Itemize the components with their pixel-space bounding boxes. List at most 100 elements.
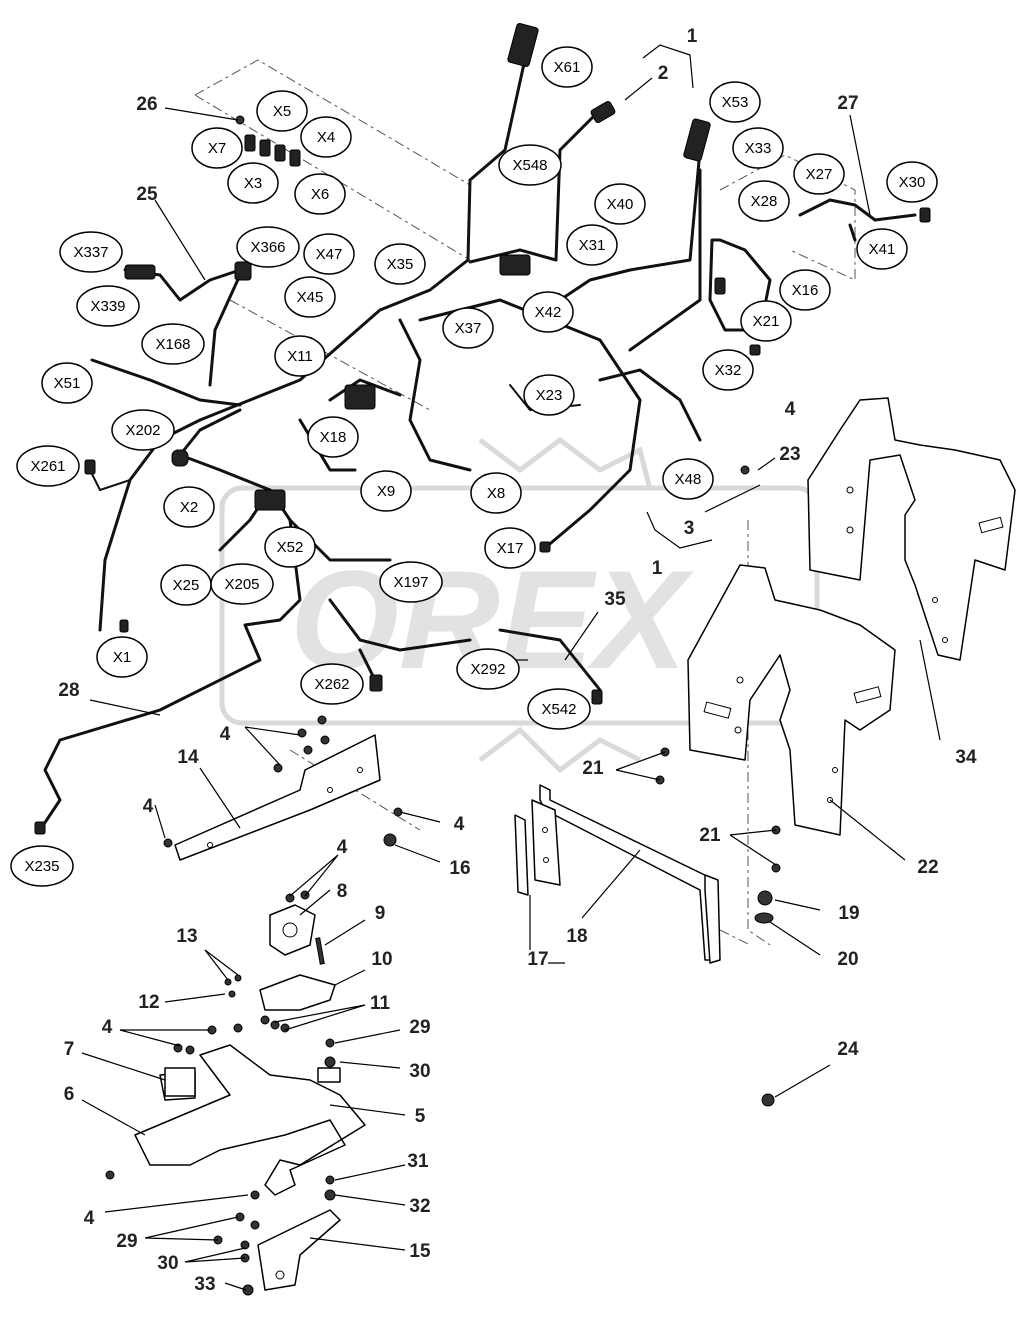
connector-bubble <box>59 231 123 273</box>
part-number: 12 <box>138 992 159 1013</box>
part-number: 18 <box>566 926 587 947</box>
part-callout-p35: 35 <box>604 589 626 610</box>
connector-text: X28 <box>751 193 778 210</box>
part-number: 21 <box>699 825 721 846</box>
part-number: 30 <box>409 1061 430 1082</box>
part-number: 2 <box>658 63 669 84</box>
part-callout-p21b: 21 <box>699 825 721 846</box>
part-callout-p29b: 29 <box>116 1231 137 1252</box>
part-number: 5 <box>415 1106 426 1127</box>
part-number: 19 <box>838 903 859 924</box>
connector-label-x292: X292 <box>456 648 520 690</box>
part-number: 4 <box>84 1208 95 1229</box>
connector-bubble <box>594 183 646 225</box>
part-callout-p21a: 21 <box>582 758 604 779</box>
connector-text: X366 <box>250 239 285 256</box>
connector-label-x52: X52 <box>264 526 316 568</box>
part-callout-p4c: 4 <box>143 796 154 817</box>
part-callout-p4f: 4 <box>102 1017 113 1038</box>
connector-text: X7 <box>208 140 226 157</box>
part-callout-p26: 26 <box>136 94 157 115</box>
connector-label-x21: X21 <box>740 300 792 342</box>
part-callout-p11: 11 <box>370 993 391 1014</box>
part-callout-p1a: 1 <box>687 26 698 47</box>
connector-text: X262 <box>314 676 349 693</box>
part-callout-p25: 25 <box>136 184 158 205</box>
part-number: 30 <box>157 1253 178 1274</box>
connector-bubble <box>379 561 443 603</box>
connector-label-x47: X47 <box>303 233 355 275</box>
connector-label-x339: X339 <box>76 285 140 327</box>
part-number: 1 <box>652 558 663 579</box>
connector-bubble <box>541 46 593 88</box>
connector-text: X41 <box>869 241 896 258</box>
connector-bubble <box>41 362 93 404</box>
part-callout-p30a: 30 <box>409 1061 430 1082</box>
connector-bubble <box>360 470 412 512</box>
connector-text: X40 <box>607 196 634 213</box>
connector-bubble <box>300 663 364 705</box>
part-number: 4 <box>454 814 465 835</box>
connector-text: X45 <box>297 289 324 306</box>
part-number: 27 <box>837 93 858 114</box>
part-number: 33 <box>194 1274 215 1295</box>
connector-bodies <box>34 23 931 835</box>
part-callout-p34: 34 <box>955 747 977 768</box>
part-number: 24 <box>837 1039 859 1060</box>
part-number: 17 <box>527 949 548 970</box>
part-callout-p27: 27 <box>837 93 858 114</box>
connector-text: X337 <box>73 244 108 261</box>
part-number: 35 <box>604 589 626 610</box>
connector-label-x48: X48 <box>662 458 714 500</box>
connector-text: X205 <box>224 576 259 593</box>
part-number: 4 <box>102 1017 113 1038</box>
connector-label-x16: X16 <box>779 269 831 311</box>
part-number: 29 <box>116 1231 137 1252</box>
part-number: 34 <box>955 747 977 768</box>
connector-bubble <box>16 445 80 487</box>
connector-bubble <box>522 291 574 333</box>
connector-label-x337: X337 <box>59 231 123 273</box>
connector-label-x262: X262 <box>300 663 364 705</box>
connector-label-x8: X8 <box>470 472 522 514</box>
connector-bubble <box>96 636 148 678</box>
connector-text: X61 <box>554 59 581 76</box>
connector-label-x197: X197 <box>379 561 443 603</box>
connector-label-x3: X3 <box>227 162 279 204</box>
connector-text: X25 <box>173 577 200 594</box>
connector-bubble <box>303 233 355 275</box>
connector-label-x9: X9 <box>360 470 412 512</box>
connector-text: X168 <box>155 336 190 353</box>
connector-bubble <box>256 90 308 132</box>
connector-bubble <box>523 374 575 416</box>
connector-label-x32: X32 <box>702 349 754 391</box>
connector-label-x5: X5 <box>256 90 308 132</box>
part-number: 25 <box>136 184 158 205</box>
connector-label-x4: X4 <box>300 116 352 158</box>
connector-label-x51: X51 <box>41 362 93 404</box>
connector-bubble <box>856 228 908 270</box>
connector-bubble <box>300 116 352 158</box>
bracket-8 <box>269 904 316 956</box>
connector-text: X35 <box>387 256 414 273</box>
part-number: 4 <box>785 399 796 420</box>
connector-text: X4 <box>317 129 335 146</box>
part-callout-p32: 32 <box>409 1196 430 1217</box>
connector-text: X33 <box>745 140 772 157</box>
connector-bubble <box>111 409 175 451</box>
connector-text: X23 <box>536 387 563 404</box>
part-callout-p16: 16 <box>449 858 470 879</box>
part-callout-p10: 10 <box>371 949 392 970</box>
part-number: 4 <box>143 796 154 817</box>
part-callout-p17: 17 <box>527 949 548 970</box>
part-number: 11 <box>370 993 391 1014</box>
connector-text: X5 <box>273 103 291 120</box>
connector-text: X197 <box>393 574 428 591</box>
connector-text: X53 <box>722 94 749 111</box>
part-callout-p29a: 29 <box>409 1017 430 1038</box>
part-number: 15 <box>409 1241 431 1262</box>
bracket-34 <box>807 397 1016 661</box>
connector-label-x235: X235 <box>10 845 74 887</box>
connector-label-x6: X6 <box>294 173 346 215</box>
